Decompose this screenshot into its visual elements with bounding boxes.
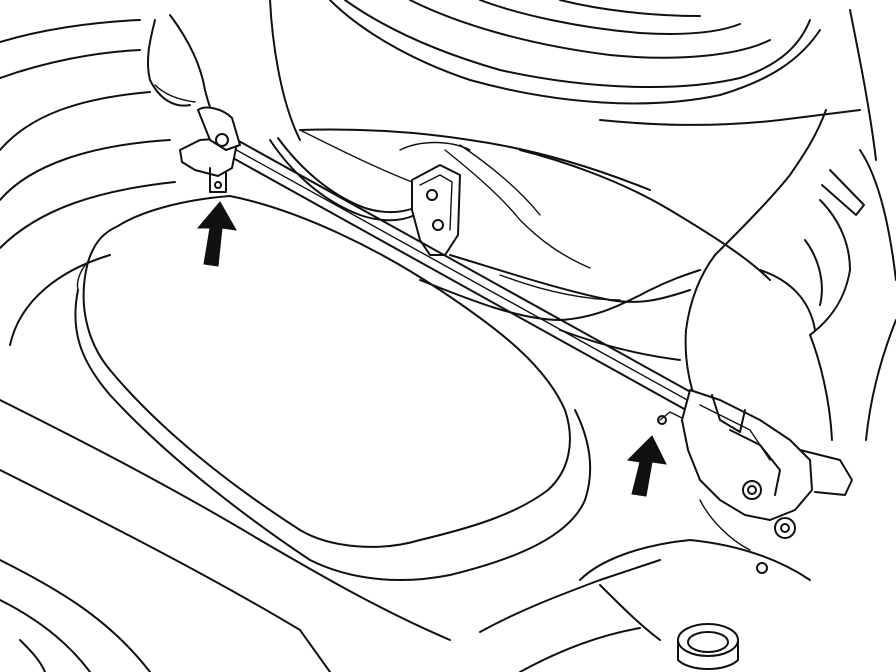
- rear-quarter-contours: [684, 9, 896, 441]
- upper-trim-contours: [146, 0, 861, 281]
- floor-contours: [479, 539, 811, 672]
- body-panel-contours: [0, 19, 451, 672]
- wire-harness: [269, 129, 591, 269]
- strut-bar[interactable]: [214, 134, 751, 441]
- trim-drape: [419, 254, 701, 361]
- left-mount-bracket[interactable]: [154, 84, 241, 193]
- right-mount-bracket[interactable]: [657, 389, 853, 574]
- arrow-left-mount-point: [196, 201, 237, 267]
- cargo-cover-panel: [74, 195, 592, 581]
- drain-plug: [677, 623, 739, 670]
- arrow-right-mount-point: [626, 435, 667, 497]
- center-latch-bracket: [399, 141, 471, 256]
